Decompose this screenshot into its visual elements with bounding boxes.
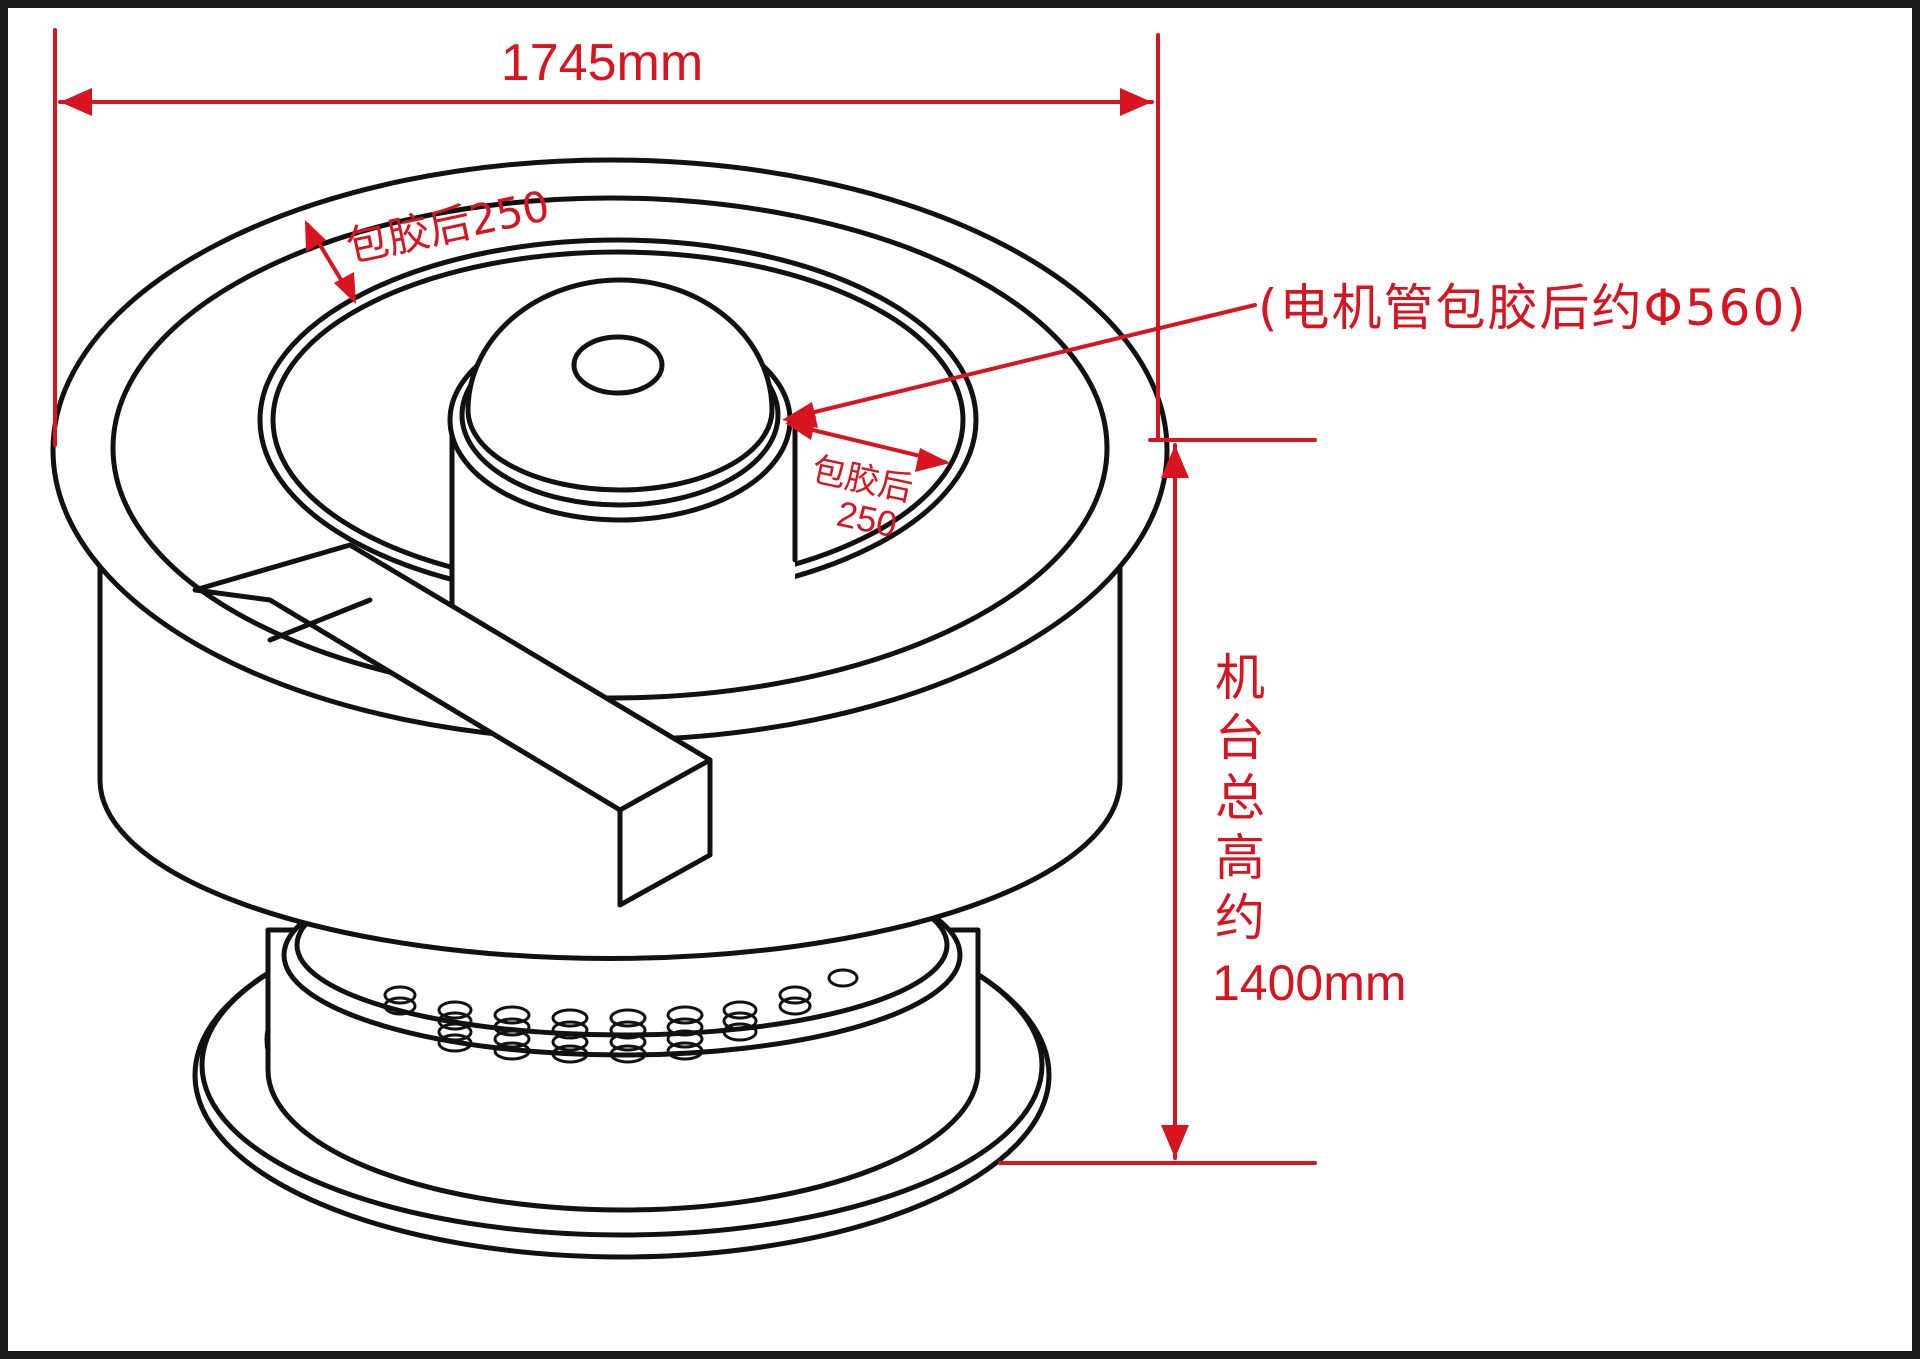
springs xyxy=(383,968,859,1064)
height-char-3: 总 xyxy=(1215,769,1265,827)
spring xyxy=(827,968,859,988)
height-char-1: 机 xyxy=(1215,649,1265,707)
outer-band-arrowhead-bottom xyxy=(334,272,356,304)
height-arrowhead-bottom xyxy=(1161,1125,1189,1158)
motor-top-knob xyxy=(571,334,665,396)
spring xyxy=(551,1008,589,1064)
height-value: 1400mm xyxy=(1212,955,1407,1011)
height-arrowhead-top xyxy=(1161,445,1189,478)
feed-chute xyxy=(192,542,713,908)
spring xyxy=(493,1005,531,1061)
spring xyxy=(778,985,812,1016)
height-char-4: 高 xyxy=(1215,829,1265,887)
spring xyxy=(437,1000,473,1053)
inner-band-arrowhead-right xyxy=(915,448,950,472)
machine-outline xyxy=(50,157,1170,1260)
width-label: 1745mm xyxy=(501,34,703,92)
spring xyxy=(666,1005,704,1061)
motor-leader-line xyxy=(788,303,1257,420)
dimension-lines xyxy=(53,28,1317,1165)
spring xyxy=(722,1000,758,1042)
width-arrowhead-right xyxy=(1120,88,1152,116)
height-char-2: 台 xyxy=(1215,709,1265,767)
outer-band-arrowhead-top xyxy=(305,220,326,252)
dimension-labels: 1745mm 包胶后250 (电机管包胶后约Φ560) 包胶后 250 机 台 … xyxy=(342,34,1808,1011)
spring xyxy=(383,985,417,1016)
width-arrowhead-left xyxy=(60,88,92,116)
motor-tube-label: (电机管包胶后约Φ560) xyxy=(1258,279,1808,337)
feed-chute-inner-edge xyxy=(267,597,373,643)
height-char-5: 约 xyxy=(1215,889,1265,947)
feed-chute-edge xyxy=(617,757,713,813)
spring xyxy=(609,1008,647,1064)
inner-band-arrowhead-left xyxy=(785,416,816,440)
